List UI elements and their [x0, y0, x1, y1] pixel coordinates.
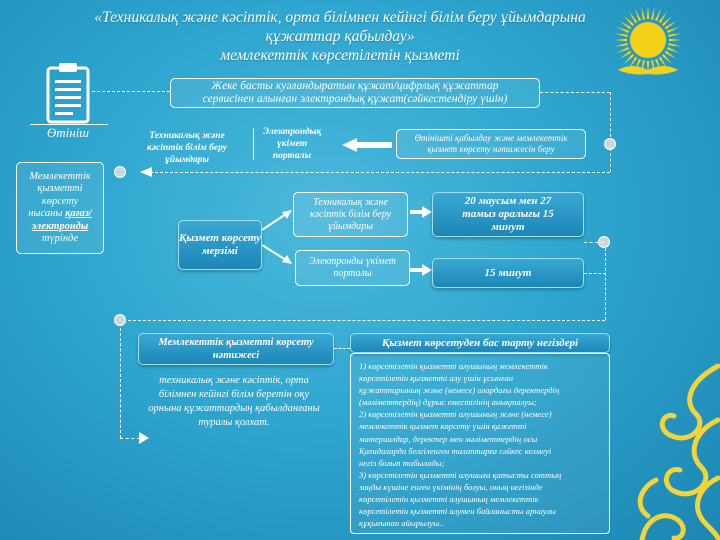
sun-ray [668, 42, 682, 47]
sun-ray [650, 6, 655, 20]
sun-ray [624, 53, 635, 64]
sun-ray [658, 11, 667, 24]
refusal-item: көрсетілетін қызметті алумен байланысты … [359, 506, 556, 517]
refusal-header-box: Қызмет көрсетуден бас тарту негіздері [350, 333, 610, 353]
title-line-3: мемлекеттік көрсетілетін қызметі [220, 47, 460, 64]
sun-ray [635, 8, 642, 22]
service-form-line-3: көрсету [41, 195, 79, 207]
sun-ray [664, 50, 677, 59]
sun-ray [646, 61, 650, 74]
arrow-right-icon-2 [410, 264, 432, 276]
refusal-item: материалдар, деректер мен мәліметтердің … [359, 433, 538, 444]
documents-box: Жеке басты куәландыратын құжат/цифрлық қ… [170, 78, 540, 108]
refusal-item: құқығынан айырылуы.. [359, 518, 444, 529]
result-bracket-bottom [120, 438, 140, 439]
service-period-box: Қызмет көрсету мерзімі [178, 220, 262, 270]
connector-value1-right [584, 242, 604, 243]
refusal-item: негіз болып табылады; [359, 457, 445, 468]
sun-ray [666, 27, 680, 34]
arrow-left-icon [342, 138, 392, 152]
documents-line-1: Жеке басты куәландыратын құжат/цифрлық қ… [211, 80, 499, 92]
result-bracket-left [120, 328, 121, 438]
sun-ray [646, 6, 650, 19]
sun-ray [654, 8, 661, 22]
sun-ray [669, 38, 682, 42]
connector-back-left [150, 172, 610, 173]
connector-dot-bottom-left [114, 314, 126, 326]
title-line-1: «Техникалық және кәсіптік, орта білімнен… [94, 9, 586, 26]
service-form-box: Мемлекеттік қызметті көрсету нысаны қаға… [16, 162, 104, 254]
sun-ray [614, 33, 628, 38]
channel-egov-portal: Электрондық үкімет порталы [262, 127, 322, 161]
service-form-line-1: Мемлекеттік [29, 170, 91, 182]
sun-ray [614, 38, 627, 42]
sun-ray [661, 53, 672, 64]
applicant-underline [30, 124, 108, 125]
period-egov-value-box: 15 минут [432, 258, 584, 288]
channel-divider [253, 128, 254, 160]
connector-value2-right [584, 273, 606, 274]
sun-ray [619, 21, 632, 30]
refusal-item: көрсетілетін қызметті алушының мемлекетт… [359, 494, 539, 505]
connector-right-down [610, 148, 611, 172]
sun-ray [666, 46, 680, 53]
refusal-item: заңды күшіне енген үкімінің болуы, оның … [359, 481, 543, 492]
connector-bottom-row [128, 320, 605, 321]
service-form-line-5: түрінде [41, 233, 79, 244]
arrowhead-left-icon [140, 167, 152, 177]
refusal-item: мемлекеттік қызмет көрсету үшін қажетті [359, 421, 527, 432]
connector-dot-left [114, 166, 126, 178]
sun-ray [658, 56, 667, 69]
result-to-refusal [334, 348, 350, 349]
service-form-line-4: нысаны [28, 208, 63, 219]
connector-right-vertical [610, 92, 611, 142]
sun-ray [661, 16, 672, 27]
sun-ray [619, 50, 632, 59]
sun-ray [614, 42, 628, 47]
sun-emblem-icon [614, 6, 682, 75]
refusal-item: 2) көрсетілетін қызметті алушының және (… [359, 409, 552, 420]
result-text: техникалық және кәсіптік, орта білімнен … [148, 375, 320, 428]
ornament-icon [637, 363, 720, 540]
connector-documents-right [540, 92, 610, 93]
period-egov-box: Электронды үкімет порталы [295, 250, 410, 286]
sun-ray [664, 21, 677, 30]
result-header-box: Мемлекеттік қызметті көрсету нәтижесі [138, 333, 334, 365]
sun-ray [624, 16, 635, 27]
refusal-list: 1) көрсетілетін қызметті алушының мемлек… [350, 353, 610, 534]
sun-ray [616, 46, 630, 53]
refusal-item: 3) көрсетілетін қызметті алушыға қатысты… [359, 469, 562, 480]
channel-tve-orgs: Техникалық және кәсіптік білім беру ұйым… [147, 131, 227, 165]
refusal-item: 1) көрсетілетін қызметті алушының мемлек… [359, 361, 548, 371]
arrow-down-icon [139, 432, 149, 444]
service-form-line-2: қызметті [37, 183, 83, 194]
sun-ray [641, 6, 646, 20]
arrow-right-icon-1 [410, 206, 432, 218]
service-form-link-paper: қағаз/ [65, 208, 92, 219]
period-tve-box: Техникалық және кәсіптік білім беру ұйым… [293, 192, 408, 237]
sun-ray [629, 56, 638, 69]
connector-clipboard-documents [92, 91, 170, 92]
applicant-label: Өтініш [46, 125, 90, 140]
acceptance-box: Өтінішті қабылдау және мемлекеттік қызме… [396, 129, 586, 159]
sun-ray [616, 27, 630, 34]
refusal-item: (мәліметтердің) дұрыс еместігінің анықта… [359, 397, 537, 408]
refusal-item: көрсетілетін қызметті алу үшін ұсынған [359, 373, 513, 384]
page-title: «Техникалық және кәсіптік, орта білімнен… [60, 8, 620, 65]
service-form-link-electronic: электронды [31, 220, 89, 232]
sun-ray [629, 11, 638, 24]
branch-arrows-icon [262, 210, 292, 264]
sun-ray [668, 33, 682, 38]
refusal-item: құжаттарының және (немесе) олардағы дере… [359, 385, 560, 396]
title-line-2: құжаттар қабылдау» [265, 28, 415, 45]
refusal-item: Қағидаларда белгіленген талаптарға сәйке… [359, 445, 552, 456]
result-text-box: техникалық және кәсіптік, орта білімнен … [146, 366, 322, 438]
connector-mid-right-vertical [605, 248, 606, 320]
period-tve-value-box: 20 маусым мен 27 тамыз аралығы 15 минут [432, 192, 584, 237]
documents-line-2: сервисінен алынған электрондық құжат(сәй… [202, 93, 508, 105]
clipboard-icon [46, 63, 90, 124]
service-form-row-4: нысаны қағаз/ [28, 208, 92, 221]
